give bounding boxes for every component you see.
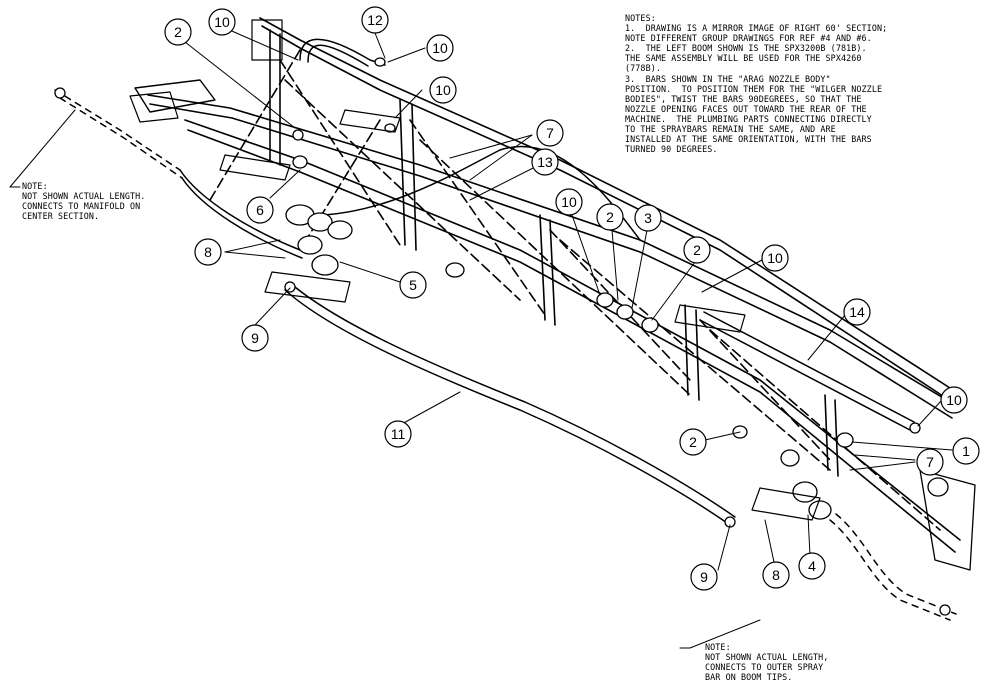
svg-text:9: 9 [251, 330, 259, 346]
svg-text:10: 10 [435, 82, 451, 98]
svg-text:10: 10 [946, 392, 962, 408]
svg-text:2: 2 [174, 24, 182, 40]
svg-text:14: 14 [849, 304, 865, 320]
svg-text:10: 10 [214, 14, 230, 30]
callout-2: 2 [679, 428, 707, 456]
svg-text:4: 4 [808, 558, 816, 574]
notes-line: TO THE SPRAYBARS REMAIN THE SAME, AND AR… [625, 124, 836, 135]
leader-lines [9, 27, 953, 649]
note-left-line: CENTER SECTION. [22, 211, 100, 222]
svg-text:2: 2 [693, 242, 701, 258]
mounting-plates [219, 109, 821, 521]
callout-13: 13 [531, 148, 559, 176]
callout-bubbles: 12 10 2 10 10 7 13 6 8 5 9 10 2 3 2 10 1… [164, 6, 980, 591]
callout-10: 10 [555, 188, 583, 216]
callout-2: 2 [683, 236, 711, 264]
note-bottom-line: NOTE: [705, 642, 731, 652]
notes-line: POSITION. TO POSITION THEM FOR THE "WILG… [625, 83, 883, 94]
svg-text:10: 10 [767, 250, 783, 266]
callout-9: 9 [690, 563, 718, 591]
note-bottom-line: NOT SHOWN ACTUAL LENGTH, [705, 652, 829, 663]
svg-text:10: 10 [432, 40, 448, 56]
svg-text:3: 3 [644, 210, 652, 226]
note-bottom-line: CONNECTS TO OUTER SPRAY [705, 662, 824, 673]
callout-10: 10 [426, 34, 454, 62]
callout-9: 9 [241, 324, 269, 352]
note-left-line: NOT SHOWN ACTUAL LENGTH. [22, 191, 146, 202]
callout-7: 7 [916, 448, 944, 476]
callout-10: 10 [761, 244, 789, 272]
notes-line: THE SAME ASSEMBLY WILL BE USED FOR THE S… [625, 53, 862, 64]
notes-line: (778B). [625, 63, 661, 74]
svg-text:11: 11 [391, 426, 406, 442]
callout-8: 8 [762, 561, 790, 589]
svg-text:12: 12 [367, 12, 383, 28]
notes-line: MACHINE. THE PLUMBING PARTS CONNECTING D… [625, 113, 872, 124]
note-left-hose: NOTE:NOT SHOWN ACTUAL LENGTH.CONNECTS TO… [22, 181, 145, 221]
svg-text:8: 8 [204, 244, 212, 260]
svg-text:9: 9 [700, 569, 708, 585]
notes-line: 3. BARS SHOWN IN THE "ARAG NOZZLE BODY" [625, 73, 831, 84]
note-bottom-line: BAR ON BOOM TIPS. [705, 672, 793, 683]
notes-line: NOZZLE OPENING FACES OUT TOWARD THE REAR… [625, 103, 867, 114]
callout-10: 10 [940, 386, 968, 414]
svg-text:10: 10 [561, 194, 577, 210]
notes-line: 1. DRAWING IS A MIRROR IMAGE OF RIGHT 60… [625, 23, 888, 34]
callout-12: 12 [361, 6, 389, 34]
callout-2: 2 [596, 203, 624, 231]
callout-1: 1 [952, 437, 980, 465]
notes-heading: NOTES: [625, 13, 656, 23]
fittings [54, 57, 951, 616]
notes-line: NOTE DIFFERENT GROUP DRAWINGS FOR REF #4… [625, 33, 872, 44]
notes-line: TURNED 90 DEGREES. [625, 144, 718, 155]
callout-10: 10 [429, 76, 457, 104]
callout-10: 10 [208, 8, 236, 36]
callout-7: 7 [536, 119, 564, 147]
svg-text:2: 2 [606, 209, 614, 225]
svg-text:7: 7 [546, 125, 554, 141]
callout-6: 6 [246, 196, 274, 224]
hose-lines [54, 38, 957, 621]
notes-line: INSTALLED AT THE SAME ORIENTATION, WITH … [625, 134, 872, 145]
svg-text:2: 2 [689, 434, 697, 450]
svg-text:13: 13 [537, 154, 553, 170]
callout-2: 2 [164, 18, 192, 46]
svg-text:8: 8 [772, 567, 780, 583]
svg-text:6: 6 [256, 202, 264, 218]
note-left-line: CONNECTS TO MANIFOLD ON [22, 201, 141, 212]
notes-line: 2. THE LEFT BOOM SHOWN IS THE SPX3200B (… [625, 43, 867, 54]
svg-text:1: 1 [962, 443, 970, 459]
general-notes: NOTES:1. DRAWING IS A MIRROR IMAGE OF RI… [625, 13, 887, 154]
callout-14: 14 [843, 298, 871, 326]
callout-4: 4 [798, 552, 826, 580]
svg-text:7: 7 [926, 454, 934, 470]
callout-8: 8 [194, 238, 222, 266]
callout-11: 11 [384, 420, 412, 448]
note-bottom-hose: NOTE:NOT SHOWN ACTUAL LENGTH,CONNECTS TO… [705, 642, 828, 682]
note-left-line: NOTE: [22, 181, 48, 191]
callout-5: 5 [399, 271, 427, 299]
callout-3: 3 [634, 204, 662, 232]
svg-text:5: 5 [409, 277, 417, 293]
notes-line: BODIES", TWIST THE BARS 90DEGREES, SO TH… [625, 93, 862, 104]
